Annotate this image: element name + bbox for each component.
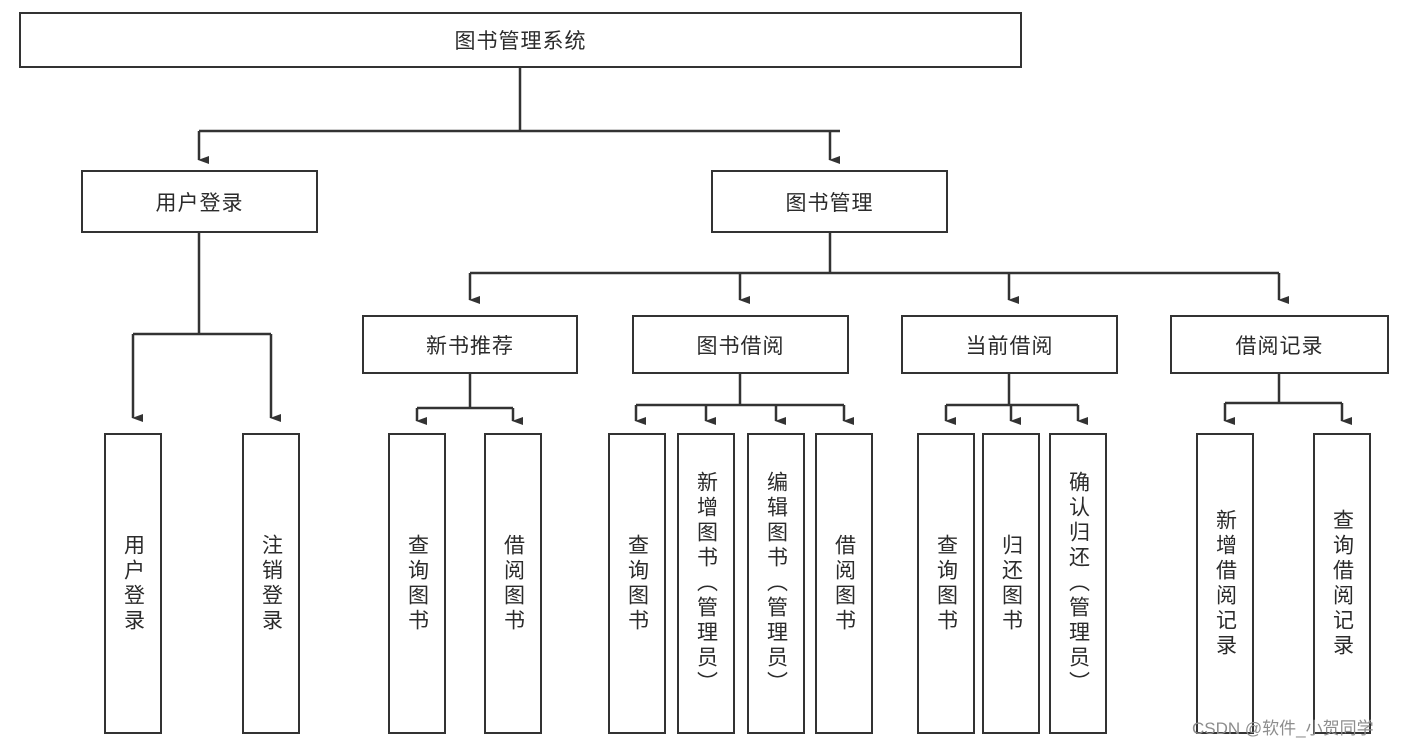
node-book-management[interactable]: 图书管理 — [711, 170, 948, 233]
node-label: 新书推荐 — [426, 334, 514, 358]
csdn-watermark: CSDN @软件_小贺同学 — [1192, 719, 1374, 738]
leaf-book-borrow-edit-book-admin[interactable]: 编辑图书（管理员） — [747, 433, 805, 734]
node-book-borrow[interactable]: 图书借阅 — [632, 315, 849, 374]
node-label: 图书借阅 — [696, 334, 785, 358]
node-label: 借阅图书 — [832, 533, 856, 634]
node-new-book-recommendation[interactable]: 新书推荐 — [362, 315, 578, 374]
node-label: 查询图书 — [405, 533, 429, 634]
node-label: 借阅记录 — [1235, 334, 1324, 358]
leaf-current-borrow-query-book[interactable]: 查询图书 — [917, 433, 975, 734]
node-label: 用户登录 — [121, 533, 145, 634]
node-current-borrow[interactable]: 当前借阅 — [901, 315, 1118, 374]
node-label: 新增图书（管理员） — [694, 471, 718, 696]
leaf-current-borrow-return-book[interactable]: 归还图书 — [982, 433, 1040, 734]
leaf-new-book-query-book[interactable]: 查询图书 — [388, 433, 446, 734]
leaf-book-borrow-query-book[interactable]: 查询图书 — [608, 433, 666, 734]
node-label: 查询借阅记录 — [1330, 508, 1354, 659]
node-label: 归还图书 — [999, 533, 1023, 634]
node-label: 新增借阅记录 — [1213, 508, 1237, 659]
leaf-user-login-login[interactable]: 用户登录 — [104, 433, 162, 734]
leaf-borrow-record-query-record[interactable]: 查询借阅记录 — [1313, 433, 1371, 734]
node-user-login[interactable]: 用户登录 — [81, 170, 318, 233]
node-label: 查询图书 — [934, 533, 958, 634]
leaf-book-borrow-borrow-book[interactable]: 借阅图书 — [815, 433, 873, 734]
leaf-new-book-borrow-book[interactable]: 借阅图书 — [484, 433, 542, 734]
node-label: 查询图书 — [625, 533, 649, 634]
node-borrow-record[interactable]: 借阅记录 — [1170, 315, 1389, 374]
leaf-book-borrow-add-book-admin[interactable]: 新增图书（管理员） — [677, 433, 735, 734]
node-label: 确认归还（管理员） — [1066, 471, 1090, 696]
leaf-borrow-record-add-record[interactable]: 新增借阅记录 — [1196, 433, 1254, 734]
node-root-book-management-system[interactable]: 图书管理系统 — [19, 12, 1022, 68]
node-label: 图书管理系统 — [454, 30, 587, 53]
leaf-user-login-logout[interactable]: 注销登录 — [242, 433, 300, 734]
node-label: 借阅图书 — [501, 533, 525, 634]
node-label: 图书管理 — [785, 191, 874, 215]
node-label: 当前借阅 — [965, 334, 1054, 358]
node-label: 用户登录 — [155, 191, 244, 215]
leaf-current-borrow-confirm-return-admin[interactable]: 确认归还（管理员） — [1049, 433, 1107, 734]
node-label: 注销登录 — [259, 533, 283, 634]
node-label: 编辑图书（管理员） — [764, 471, 788, 696]
